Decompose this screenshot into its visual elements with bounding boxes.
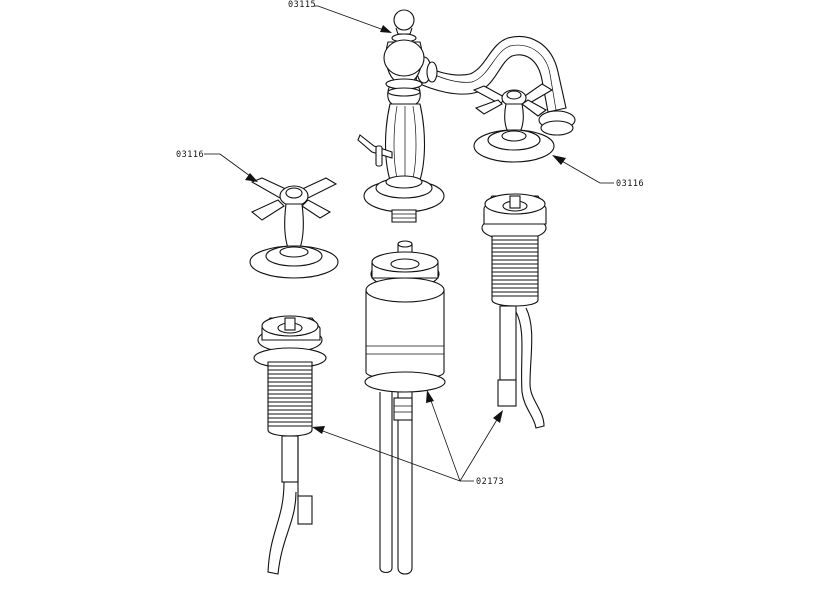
- left-valve: [253, 315, 327, 575]
- right-valve: [481, 193, 547, 429]
- callout-handle-right: 03116: [552, 155, 644, 189]
- label-handle-right: 03116: [616, 179, 644, 189]
- callout-spout: 03115: [288, 0, 392, 33]
- callout-valves: 02173: [312, 390, 504, 487]
- center-valve: [364, 240, 446, 575]
- callout-handle-left: 03116: [176, 150, 258, 182]
- label-spout: 03115: [288, 0, 316, 10]
- label-valves: 02173: [476, 477, 504, 487]
- spout-assembly: [357, 9, 576, 223]
- label-handle-left: 03116: [176, 150, 204, 160]
- left-cross-handle: [249, 177, 339, 279]
- right-cross-handle: [472, 83, 555, 163]
